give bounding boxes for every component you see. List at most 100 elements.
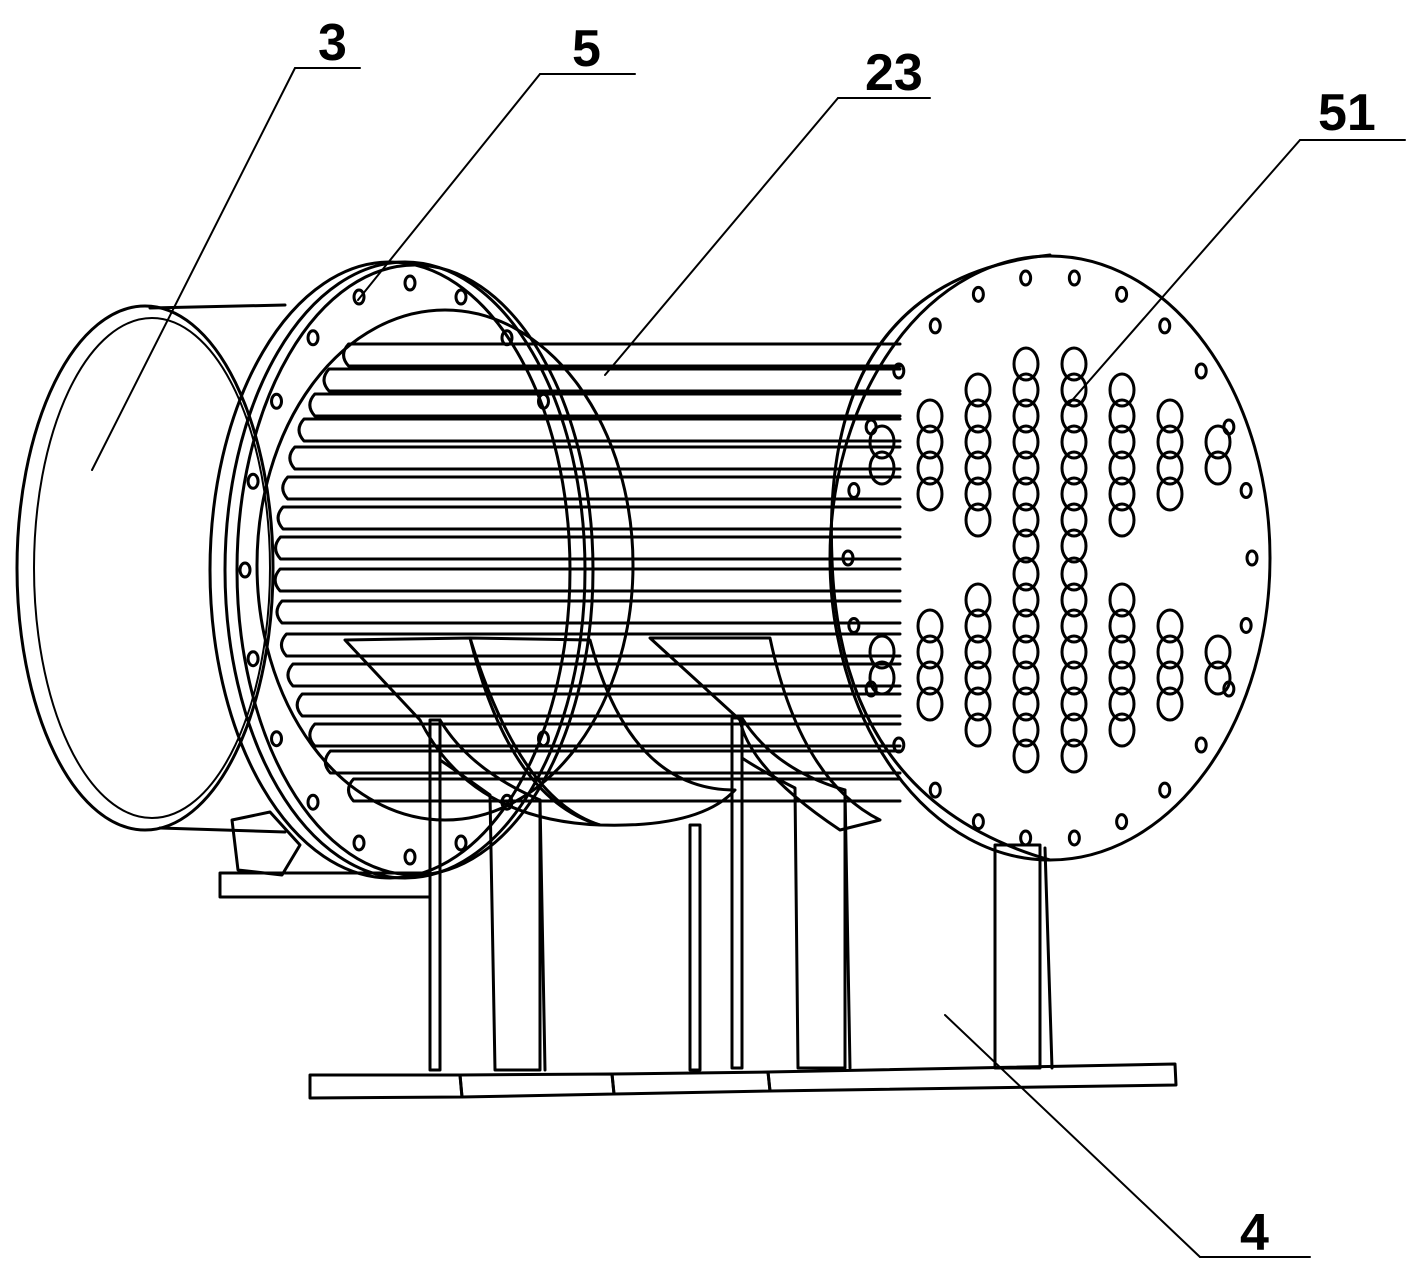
bolt-hole [1245, 549, 1259, 567]
bolt-hole [892, 362, 906, 380]
tube-hole [1108, 450, 1136, 486]
tube-hole [1060, 424, 1088, 460]
tube-sheet [828, 253, 1272, 862]
tube-hole [868, 424, 896, 460]
tube [308, 722, 902, 748]
tube-hole [1204, 424, 1232, 460]
tube-hole [1012, 476, 1040, 512]
bolt-hole [352, 834, 366, 852]
tube-hole [1108, 712, 1136, 748]
bolt-hole [1239, 482, 1253, 500]
tube-hole [1060, 738, 1088, 774]
bolt-hole [352, 288, 366, 306]
leader-lines [91, 67, 1406, 1258]
tube-hole [916, 476, 944, 512]
support-frame [308, 636, 1178, 1100]
tube-bundle [273, 342, 902, 803]
tube-hole [916, 424, 944, 460]
tube-hole [1204, 660, 1232, 696]
tube-hole [1156, 686, 1184, 722]
bolt-hole [847, 616, 861, 634]
bolt-hole [928, 781, 942, 799]
bolt-hole [306, 793, 320, 811]
tube-hole [1012, 660, 1040, 696]
bolt-hole [306, 329, 320, 347]
tube-hole [1060, 608, 1088, 644]
tube-hole [964, 450, 992, 486]
bolt-hole [1239, 616, 1253, 634]
bolt-hole [892, 736, 906, 754]
tube-hole [964, 634, 992, 670]
tube-hole [964, 686, 992, 722]
tube [274, 535, 902, 561]
tube-hole [1012, 528, 1040, 564]
tube-hole [1060, 502, 1088, 538]
tube-hole [964, 582, 992, 618]
bolt-hole [841, 549, 855, 567]
tube-hole [1108, 608, 1136, 644]
bolt-hole [246, 650, 260, 668]
tube-hole [1060, 712, 1088, 748]
tube-hole [1060, 660, 1088, 696]
tube-hole [916, 660, 944, 696]
bolt-hole [1158, 781, 1172, 799]
tube-hole [1012, 608, 1040, 644]
tube-hole [1012, 372, 1040, 408]
label-23: 23 [865, 44, 923, 102]
bolt-hole [1019, 269, 1033, 287]
tube-hole [964, 660, 992, 696]
tube-hole [916, 398, 944, 434]
tube-hole [964, 476, 992, 512]
tube-hole [916, 686, 944, 722]
tube-hole [1012, 346, 1040, 382]
tube-hole [1060, 528, 1088, 564]
tube-hole [1156, 398, 1184, 434]
tube-hole [1012, 502, 1040, 538]
tube-hole [1012, 634, 1040, 670]
tube [275, 599, 902, 625]
bolt-hole [971, 285, 985, 303]
tube-hole [964, 398, 992, 434]
tube-hole [1156, 450, 1184, 486]
tube-hole [868, 450, 896, 486]
tube-hole [868, 634, 896, 670]
bolt-hole [847, 482, 861, 500]
bolt-hole [971, 813, 985, 831]
label-3: 3 [318, 14, 347, 72]
tube-hole [1108, 582, 1136, 618]
bolt-hole [454, 288, 468, 306]
tube-hole [1060, 346, 1088, 382]
tube-hole [868, 660, 896, 696]
tube-hole [1012, 686, 1040, 722]
tube [342, 342, 902, 368]
bolt-hole [403, 848, 417, 866]
tube [347, 777, 902, 803]
tube-hole [964, 608, 992, 644]
tube [323, 749, 902, 775]
tube-hole [1060, 476, 1088, 512]
tube-hole [1108, 476, 1136, 512]
bolt-hole [403, 274, 417, 292]
tube [286, 662, 902, 688]
bolt-hole [1115, 285, 1129, 303]
tube [276, 505, 902, 531]
tube-hole [1060, 450, 1088, 486]
tube-hole [1012, 582, 1040, 618]
tube-hole [916, 608, 944, 644]
tube-hole [1156, 424, 1184, 460]
tube-hole [1156, 634, 1184, 670]
tube-hole [1108, 424, 1136, 460]
tube-hole [1108, 502, 1136, 538]
tube [273, 567, 902, 593]
bolt-hole [270, 392, 284, 410]
tube-hole [1156, 660, 1184, 696]
tube-hole [1012, 738, 1040, 774]
tube-hole [916, 450, 944, 486]
tube-hole [1204, 450, 1232, 486]
tube-hole [916, 634, 944, 670]
tube-hole [1060, 372, 1088, 408]
label-4: 4 [1240, 1204, 1269, 1262]
bolt-hole [238, 561, 252, 579]
tube-hole [1060, 398, 1088, 434]
